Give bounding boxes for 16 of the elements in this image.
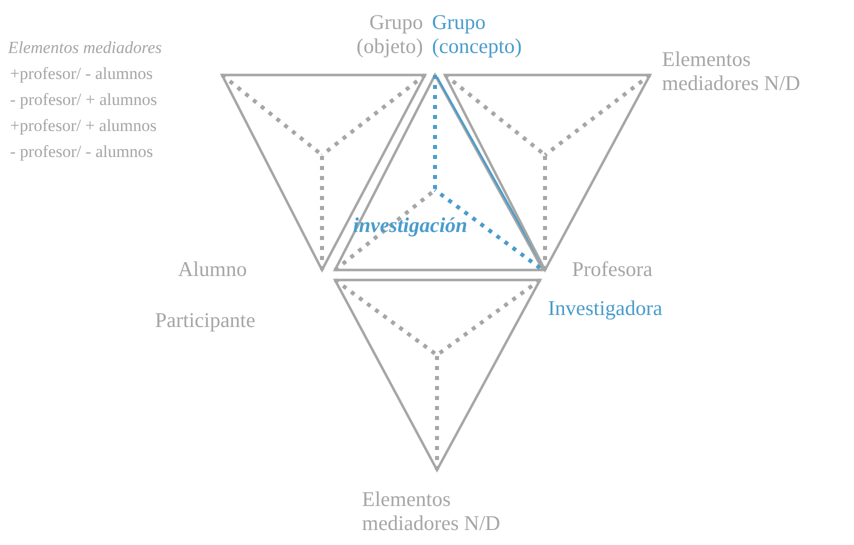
vertex-label: Grupo (concepto) bbox=[432, 10, 523, 58]
triangle-with-label bbox=[335, 75, 545, 270]
note-text: - profesor/ + alumnos bbox=[10, 89, 158, 111]
vertex-label: Investigadora bbox=[548, 296, 664, 320]
vertex-label: Participante bbox=[155, 308, 256, 332]
note-text: +profesor/ + alumnos bbox=[10, 115, 158, 137]
note-text: +profesor/ - alumnos bbox=[10, 63, 154, 85]
vertex-label: Profesora bbox=[572, 257, 654, 281]
vertex-label: Elementos mediadores N/D bbox=[362, 487, 502, 535]
triangle bbox=[335, 280, 540, 470]
note-heading: Elementos mediadores bbox=[8, 37, 163, 59]
triangle-label: investigación bbox=[353, 213, 468, 238]
vertex-label: Grupo (objeto) bbox=[356, 10, 423, 58]
vertex-label: Elementos mediadores N/D bbox=[662, 47, 802, 95]
note-text: - profesor/ - alumnos bbox=[10, 141, 154, 163]
vertex-label: Alumno bbox=[178, 257, 248, 281]
